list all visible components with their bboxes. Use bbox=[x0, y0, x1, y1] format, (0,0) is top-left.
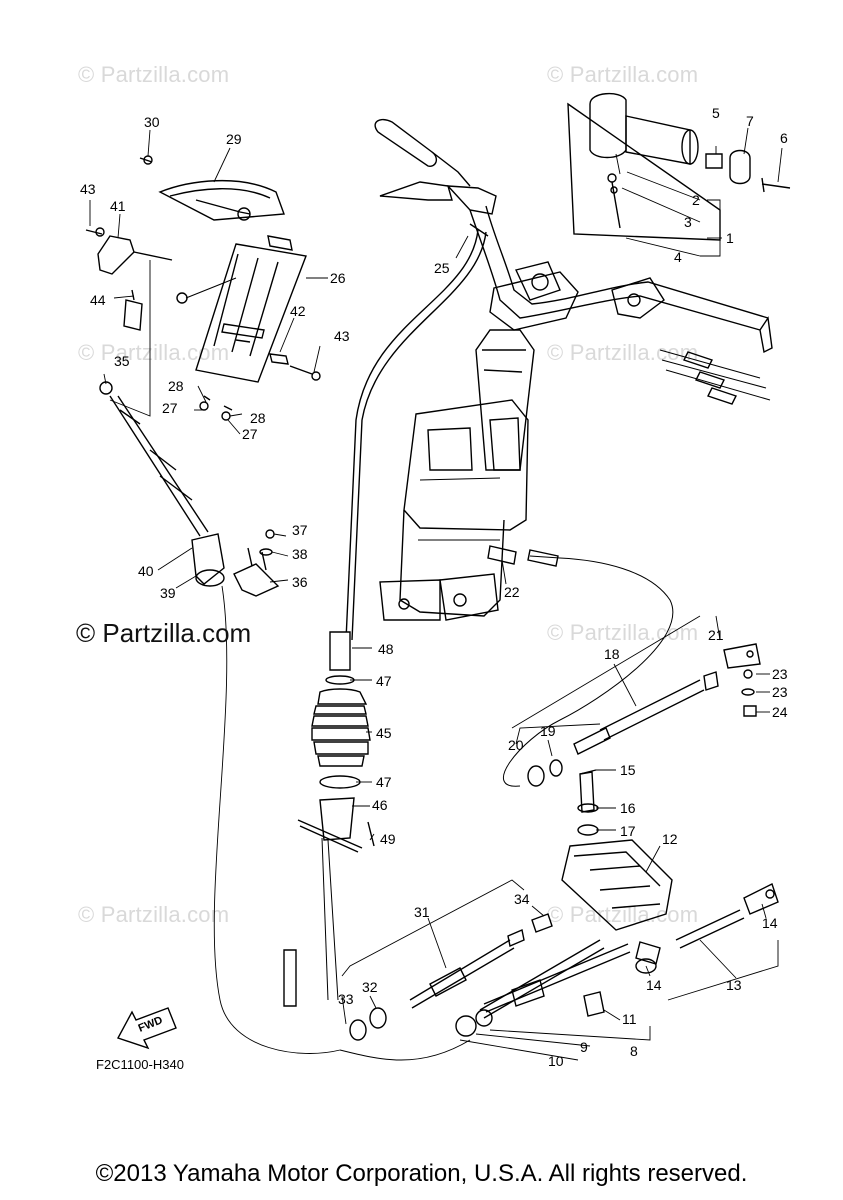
watermark-main: © Partzilla.com bbox=[76, 618, 252, 648]
callout-27b: 27 bbox=[242, 426, 258, 442]
leader-lines bbox=[89, 127, 783, 1061]
callout-1: 1 bbox=[726, 230, 734, 246]
callout-16: 16 bbox=[620, 800, 636, 816]
callout-23b: 23 bbox=[772, 684, 788, 700]
watermark-top-right: © Partzilla.com bbox=[547, 62, 699, 87]
callout-35: 35 bbox=[114, 353, 130, 369]
callout-12: 12 bbox=[662, 831, 678, 847]
callout-15: 15 bbox=[620, 762, 636, 778]
callout-47b: 47 bbox=[376, 774, 392, 790]
callout-43a: 43 bbox=[80, 181, 96, 197]
copyright-footer: ©2013 Yamaha Motor Corporation, U.S.A. A… bbox=[95, 1160, 748, 1187]
callout-11: 11 bbox=[622, 1011, 637, 1027]
callout-numbers: 1 2 3 4 5 6 7 8 9 10 11 12 13 14 14 15 1… bbox=[80, 105, 788, 1069]
callout-6: 6 bbox=[780, 130, 788, 146]
shift-bracket-group bbox=[561, 769, 673, 974]
callout-26: 26 bbox=[330, 270, 346, 286]
callout-19: 19 bbox=[540, 723, 556, 739]
callout-18: 18 bbox=[604, 646, 620, 662]
callout-36: 36 bbox=[292, 574, 308, 590]
callout-14a: 14 bbox=[762, 915, 778, 931]
callout-23a: 23 bbox=[772, 666, 788, 682]
callout-32: 32 bbox=[362, 979, 378, 995]
callout-42: 42 bbox=[290, 303, 306, 319]
callout-43b: 43 bbox=[334, 328, 350, 344]
callout-21: 21 bbox=[708, 627, 724, 643]
callout-41: 41 bbox=[110, 198, 126, 214]
callout-17: 17 bbox=[620, 823, 636, 839]
callout-14b: 14 bbox=[646, 977, 662, 993]
fwd-arrow: FWD bbox=[116, 1007, 177, 1050]
callout-46: 46 bbox=[372, 797, 388, 813]
throttle-grip-group bbox=[567, 93, 791, 241]
callout-39: 39 bbox=[160, 585, 176, 601]
callout-13: 13 bbox=[726, 977, 742, 993]
callout-28b: 28 bbox=[250, 410, 266, 426]
callout-29: 29 bbox=[226, 131, 242, 147]
callout-30: 30 bbox=[144, 114, 160, 130]
watermark-mid-right: © Partzilla.com bbox=[547, 340, 699, 365]
callout-9: 9 bbox=[580, 1039, 588, 1055]
callout-37: 37 bbox=[292, 522, 308, 538]
callout-38: 38 bbox=[292, 546, 308, 562]
watermark-bottom-right: © Partzilla.com bbox=[547, 902, 699, 927]
callout-4: 4 bbox=[674, 249, 682, 265]
callout-20: 20 bbox=[508, 737, 524, 753]
callout-34: 34 bbox=[514, 891, 530, 907]
callout-48: 48 bbox=[378, 641, 394, 657]
watermark-bottom-left: © Partzilla.com bbox=[78, 902, 230, 927]
callout-2: 2 bbox=[692, 192, 700, 208]
shift-cable-group bbox=[487, 545, 761, 787]
callout-44: 44 bbox=[90, 292, 106, 308]
callout-40: 40 bbox=[138, 563, 154, 579]
callout-5: 5 bbox=[712, 105, 720, 121]
callout-31: 31 bbox=[414, 904, 430, 920]
callout-49: 49 bbox=[380, 831, 396, 847]
left-cable-group bbox=[99, 381, 341, 1054]
callout-3: 3 bbox=[684, 214, 692, 230]
bellows-group bbox=[283, 631, 375, 1007]
callout-10: 10 bbox=[548, 1053, 564, 1069]
callout-27a: 27 bbox=[162, 400, 178, 416]
callout-33: 33 bbox=[338, 991, 354, 1007]
lower-cable-group bbox=[339, 883, 779, 1061]
callout-24: 24 bbox=[772, 704, 788, 720]
callout-8: 8 bbox=[630, 1043, 638, 1059]
callout-45: 45 bbox=[376, 725, 392, 741]
callout-22: 22 bbox=[504, 584, 520, 600]
callout-47a: 47 bbox=[376, 673, 392, 689]
handlebar-assembly bbox=[374, 118, 773, 405]
callout-28a: 28 bbox=[168, 378, 184, 394]
switch-box-group bbox=[85, 155, 321, 421]
steering-column bbox=[379, 329, 535, 621]
watermark-top-left: © Partzilla.com bbox=[78, 62, 230, 87]
callout-25: 25 bbox=[434, 260, 450, 276]
callout-7: 7 bbox=[746, 113, 754, 129]
diagram-code: F2C1100-H340 bbox=[96, 1057, 184, 1072]
throttle-cable bbox=[345, 223, 489, 641]
